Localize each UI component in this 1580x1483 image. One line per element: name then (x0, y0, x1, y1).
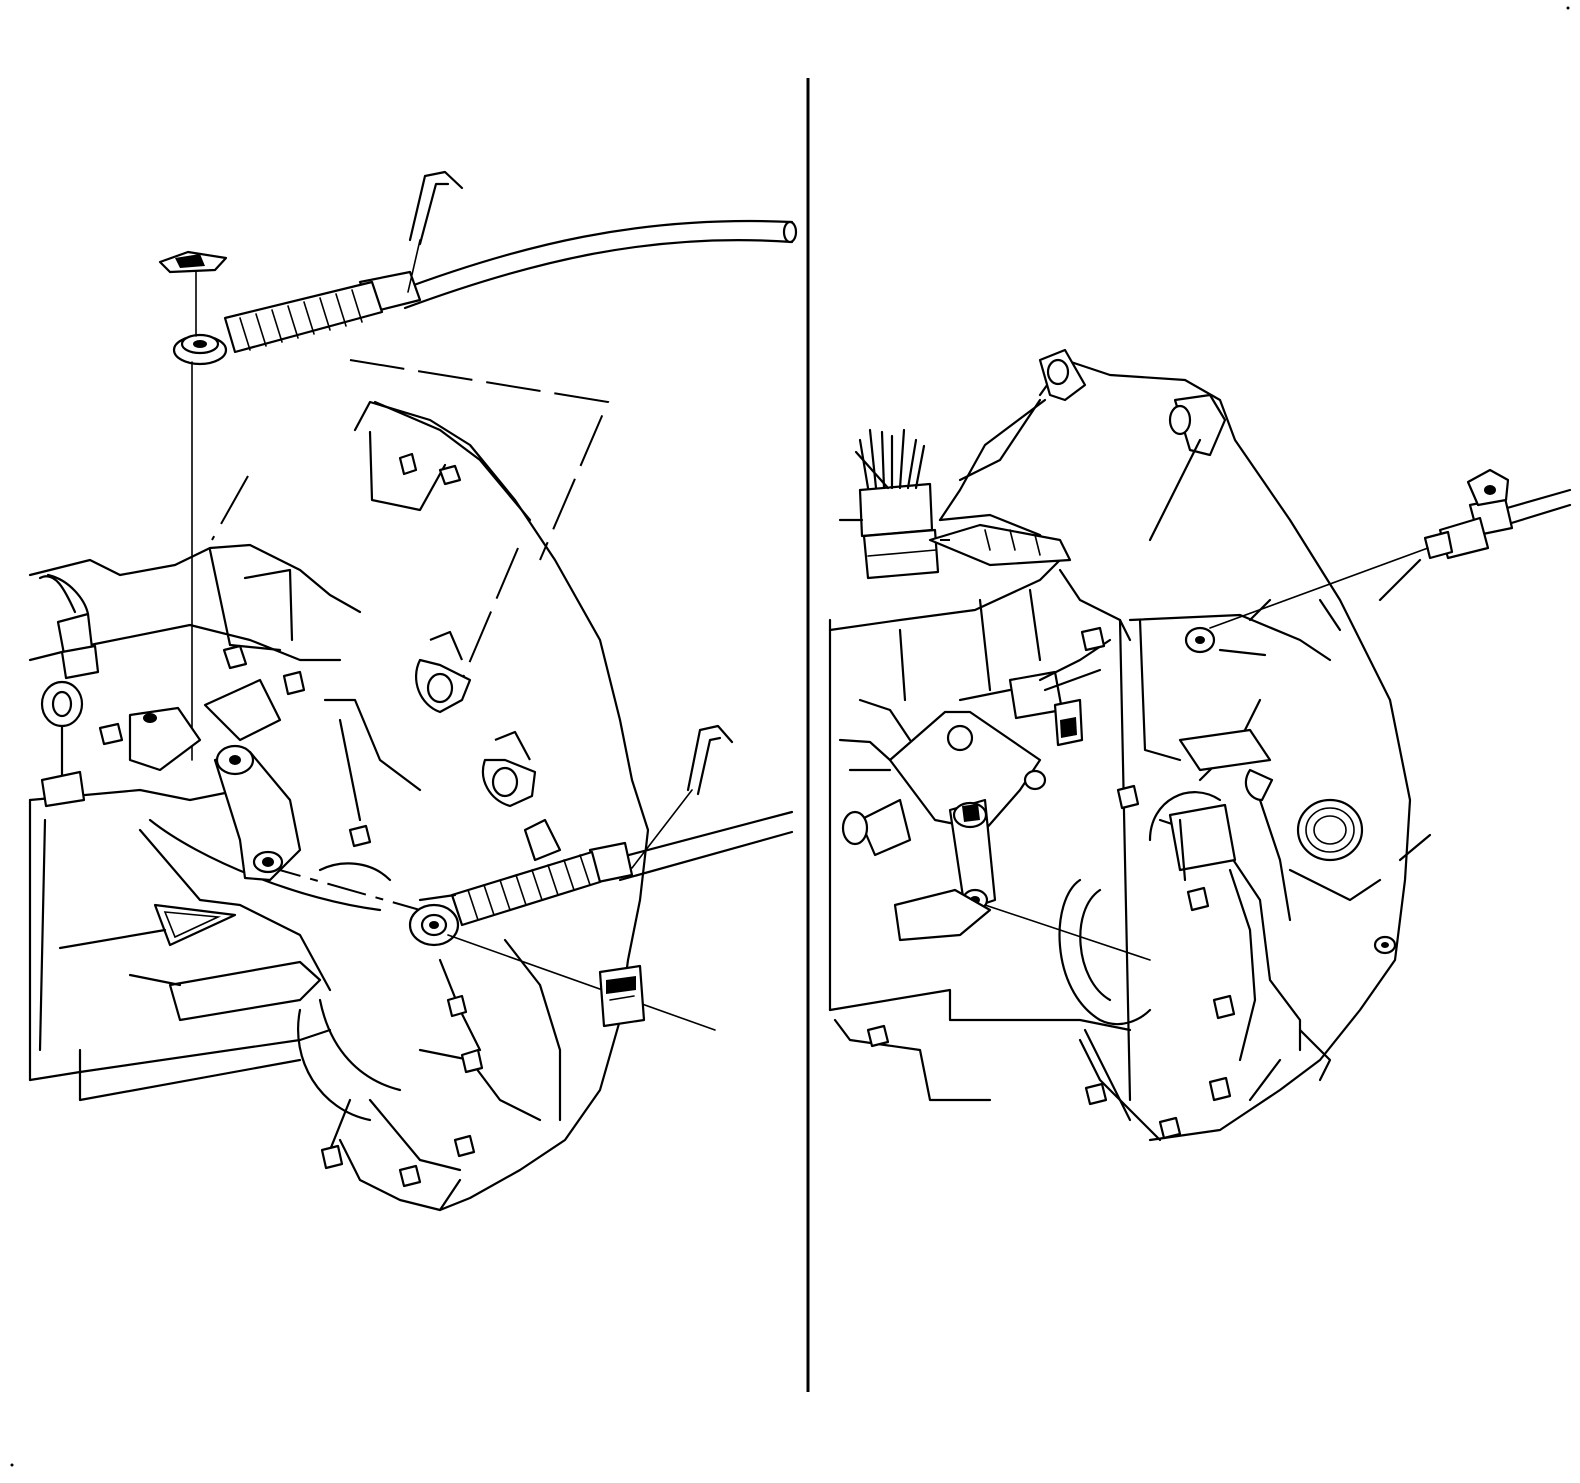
shift-cable-upper (158, 170, 798, 761)
fill-port-icon (1296, 798, 1364, 862)
small-clip-icon (158, 250, 228, 274)
speed-sensor-connector-left (38, 573, 100, 680)
transaxle-housing-right (828, 348, 1412, 1142)
retainer-clip-icon (1466, 468, 1510, 507)
corner-mark (10, 1463, 14, 1467)
cable-end-bushing-icon (408, 903, 460, 947)
transaxle-housing-left (28, 400, 650, 1212)
cable-end-bushing-icon (1184, 626, 1216, 654)
cable-bracket-clips (1168, 728, 1274, 882)
wiring-harness-connector (838, 428, 940, 580)
retainer-clip-icon (631, 724, 734, 869)
retainer-clip-icon (407, 170, 464, 293)
lifting-eyelet-icon (40, 680, 86, 808)
cable-boot-lower (450, 850, 602, 927)
park-neutral-switch (838, 698, 1047, 857)
left-panel (28, 170, 798, 1212)
corner-mark (1566, 6, 1570, 10)
forward-arrow-icon (58, 903, 237, 950)
shift-lever-left (128, 548, 422, 882)
shift-lever-right (893, 798, 1151, 961)
cable-bracket-clips (415, 630, 562, 862)
bolt-icon (320, 824, 484, 1188)
cable-boot-upper (223, 280, 384, 354)
right-panel (828, 348, 1572, 1142)
cable-end-bushing-icon (172, 333, 228, 366)
bracket-block (598, 964, 646, 1028)
shift-cable-lower (408, 724, 794, 1031)
bolt-icon (98, 452, 462, 746)
bolt-icon (866, 626, 1236, 1140)
shift-cable-right (1184, 468, 1572, 657)
